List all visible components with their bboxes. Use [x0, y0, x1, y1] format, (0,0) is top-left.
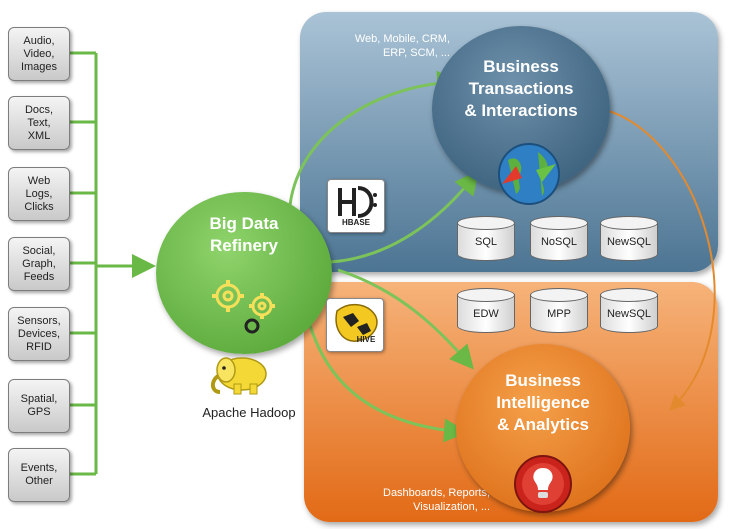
source-events-other: Events, Other: [8, 448, 70, 502]
store-newsql-transactions-label: NewSQL: [606, 236, 652, 248]
source-connectors: [69, 51, 156, 476]
store-mpp: MPP: [530, 288, 588, 338]
store-mpp-label: MPP: [547, 308, 571, 320]
arrow-refinery-to-intelligence-lower: [308, 324, 468, 443]
store-newsql-intelligence: NewSQL: [600, 288, 658, 338]
source-social-graph-feeds: Social, Graph, Feeds: [8, 237, 70, 291]
intelligence-caption: Dashboards, Reports, Visualization, ...: [383, 487, 490, 513]
hbase-logo-icon: [338, 186, 377, 218]
store-nosql: NoSQL: [530, 216, 588, 266]
hive-badge: HIVE: [326, 298, 384, 352]
hadoop-label: Apache Hadoop: [202, 405, 296, 420]
transactions-caption: Web, Mobile, CRM, ERP, SCM, ...: [354, 33, 450, 59]
intelligence-title: Business Intelligence & Analytics: [496, 371, 590, 434]
source-spatial-gps: Spatial, GPS: [8, 379, 70, 433]
hbase-label: HBASE: [341, 218, 370, 227]
arrow-transactions-to-refinery: [288, 70, 461, 206]
store-edw-label: EDW: [473, 308, 499, 320]
arrow-refinery-to-intelligence: [337, 268, 474, 370]
store-edw: EDW: [457, 288, 515, 338]
arrow-transactions-to-intelligence: [597, 107, 716, 411]
source-sensors-devices-rfid: Sensors, Devices, RFID: [8, 307, 70, 361]
hbase-badge: HBASE: [327, 179, 385, 233]
hadoop-elephant-icon: [211, 357, 267, 395]
source-docs-text-xml: Docs, Text, XML: [8, 96, 70, 150]
store-newsql-transactions: NewSQL: [600, 216, 658, 266]
transactions-title: Business Transactions & Interactions: [464, 57, 578, 120]
hive-label: HIVE: [356, 335, 376, 344]
source-audio-video-images: Audio, Video, Images: [8, 27, 70, 81]
store-newsql-intelligence-label: NewSQL: [606, 308, 652, 320]
refinery-circle: [156, 192, 332, 354]
lightbulb-icon: [514, 455, 572, 513]
refinery-title: Big Data Refinery: [209, 214, 279, 255]
store-nosql-label: NoSQL: [540, 236, 578, 248]
gears-icon: [212, 280, 275, 334]
store-sql-label: SQL: [474, 236, 497, 248]
globe-icon: [498, 143, 560, 205]
hive-logo-icon: [335, 303, 378, 342]
arrow-refinery-to-transactions: [329, 170, 479, 264]
source-web-logs-clicks: Web Logs, Clicks: [8, 167, 70, 221]
store-sql: SQL: [457, 216, 515, 266]
